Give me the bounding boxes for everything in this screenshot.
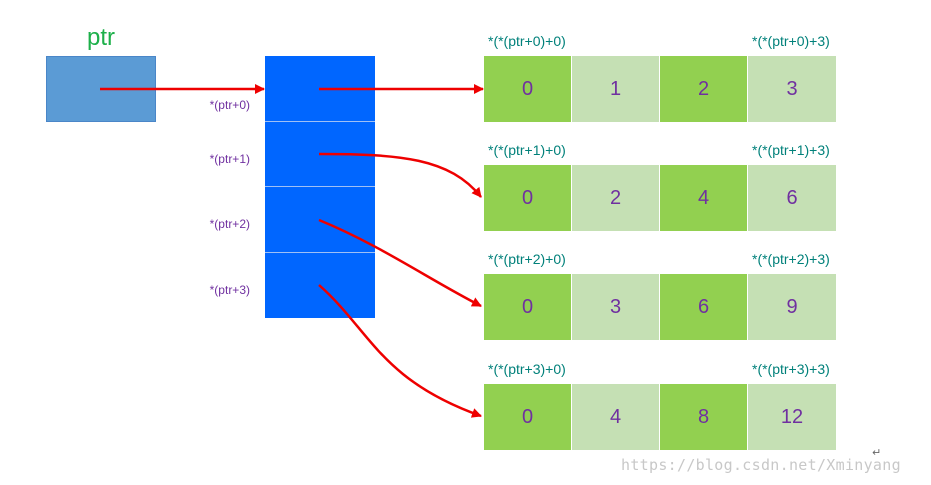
row-0-cell-1: 1 xyxy=(572,56,660,122)
ptr-box xyxy=(46,56,156,122)
row-1-cell-2: 4 xyxy=(660,165,748,231)
row-1-cell-1: 2 xyxy=(572,165,660,231)
pointer-slot-2 xyxy=(265,187,375,253)
array-row-3: 0 4 8 12 xyxy=(484,384,847,450)
row-2-cell-0: 0 xyxy=(484,274,572,340)
row-3-cell-0: 0 xyxy=(484,384,572,450)
row-2-end-label: *(*(ptr+2)+3) xyxy=(752,251,830,267)
row-3-cell-2: 8 xyxy=(660,384,748,450)
row-2-cell-1: 3 xyxy=(572,274,660,340)
row-0-cell-0: 0 xyxy=(484,56,572,122)
array-row-0: 0 1 2 3 xyxy=(484,56,847,122)
row-1-cell-0: 0 xyxy=(484,165,572,231)
slot-label-1: *(ptr+1) xyxy=(209,152,250,166)
row-0-cell-3: 3 xyxy=(748,56,836,122)
row-1-start-label: *(*(ptr+1)+0) xyxy=(488,142,566,158)
row-2-start-label: *(*(ptr+2)+0) xyxy=(488,251,566,267)
row-0-end-label: *(*(ptr+0)+3) xyxy=(752,33,830,49)
pointer-slot-3 xyxy=(265,252,375,318)
row-3-start-label: *(*(ptr+3)+0) xyxy=(488,361,566,377)
watermark-text: https://blog.csdn.net/Xminyang xyxy=(621,456,901,474)
array-row-2: 0 3 6 9 xyxy=(484,274,847,340)
row-1-end-label: *(*(ptr+1)+3) xyxy=(752,142,830,158)
pointer-slot-1 xyxy=(265,121,375,187)
array-row-1: 0 2 4 6 xyxy=(484,165,847,231)
row-0-cell-2: 2 xyxy=(660,56,748,122)
return-mark-icon: ↵ xyxy=(872,446,882,459)
row-3-cell-3: 12 xyxy=(748,384,836,450)
slot-label-3: *(ptr+3) xyxy=(209,283,250,297)
row-0-start-label: *(*(ptr+0)+0) xyxy=(488,33,566,49)
row-2-cell-3: 9 xyxy=(748,274,836,340)
slot-label-2: *(ptr+2) xyxy=(209,217,250,231)
row-3-end-label: *(*(ptr+3)+3) xyxy=(752,361,830,377)
pointer-array xyxy=(265,56,375,318)
row-2-cell-2: 6 xyxy=(660,274,748,340)
row-3-cell-1: 4 xyxy=(572,384,660,450)
pointer-slot-0 xyxy=(265,56,375,122)
slot-label-0: *(ptr+0) xyxy=(209,98,250,112)
ptr-label: ptr xyxy=(86,24,115,51)
row-1-cell-3: 6 xyxy=(748,165,836,231)
